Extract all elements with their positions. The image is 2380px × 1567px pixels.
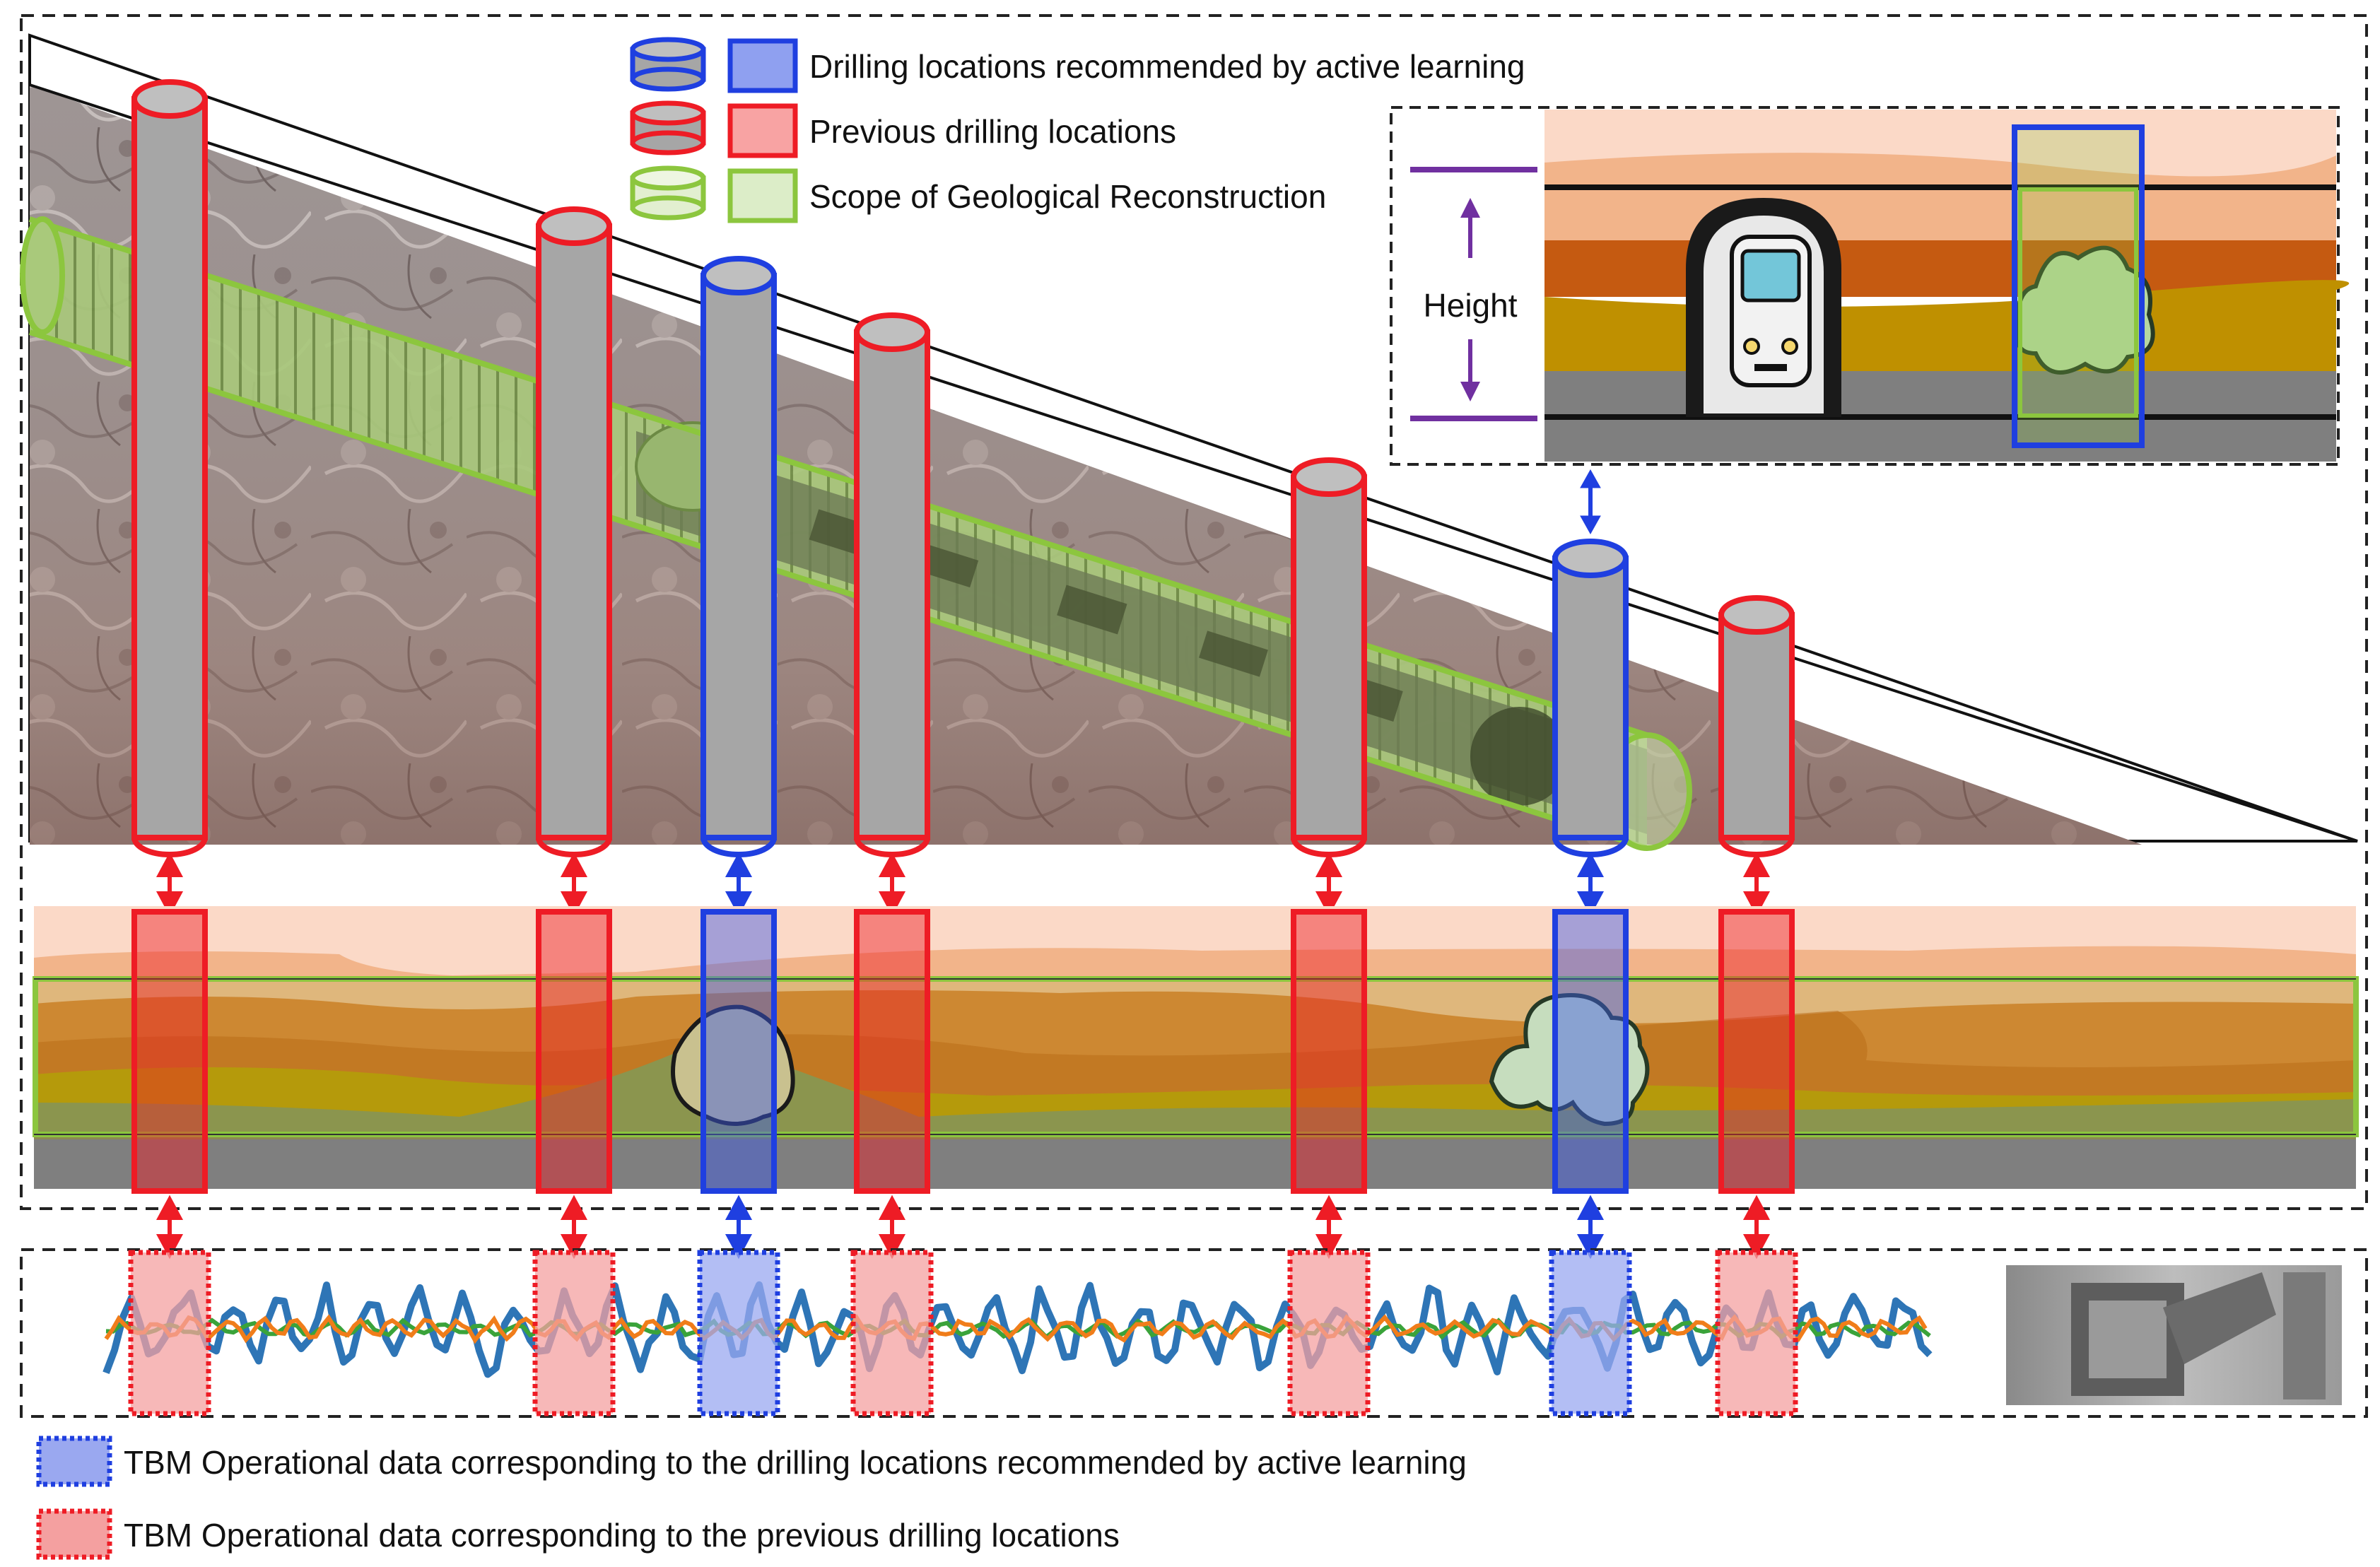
- strata-borehole-columns: [131, 909, 1795, 1194]
- legend-scope-label: Scope of Geological Reconstruction: [809, 178, 1326, 215]
- tbm-data-panel: [20, 1248, 2368, 1418]
- borehole-cylinder-3: [700, 256, 777, 857]
- double-arrow-icon: [1580, 469, 1601, 535]
- tunnel-boring-machine-icon: [2006, 1265, 2342, 1405]
- connector-arrows-upper: [156, 852, 1771, 917]
- top-legend: Drilling locations recommended by active…: [630, 37, 1525, 223]
- tunnel-cross-section-inset: Height: [1390, 106, 2350, 466]
- height-indicator: Height: [1410, 167, 1537, 421]
- borehole-cylinder-icon: [630, 37, 706, 92]
- train-icon: [1686, 198, 1841, 417]
- legend-square-icon: [36, 1508, 112, 1560]
- borehole-cylinder-2: [536, 206, 612, 857]
- legend-prev-label: Previous drilling locations: [809, 113, 1176, 150]
- borehole-cylinder-7: [1718, 595, 1795, 857]
- borehole-cylinder-5: [1291, 457, 1367, 857]
- borehole-cylinders: [131, 79, 1795, 857]
- borehole-cylinder-4: [854, 312, 930, 857]
- borehole-cylinder-icon: [630, 165, 706, 221]
- connector-arrows-lower: [156, 1195, 1771, 1260]
- borehole-cylinder-6: [1552, 539, 1629, 857]
- tbm-data-windows: [128, 1250, 1798, 1416]
- legend-al-data-label: TBM Operational data corresponding to th…: [124, 1444, 1467, 1481]
- legend-square-icon: [727, 38, 798, 93]
- legend-square-icon: [727, 103, 798, 158]
- bottom-legend: TBM Operational data corresponding to th…: [36, 1436, 1467, 1560]
- legend-prev-data-label: TBM Operational data corresponding to th…: [124, 1517, 1120, 1554]
- height-label: Height: [1424, 287, 1518, 324]
- legend-square-icon: [727, 168, 798, 223]
- geological-strata-panel: [33, 906, 2359, 1194]
- borehole-cylinder-icon: [630, 100, 706, 155]
- borehole-cylinder-1: [131, 79, 208, 857]
- legend-square-icon: [36, 1436, 112, 1487]
- top-frame: [20, 14, 2368, 1210]
- legend-al-label: Drilling locations recommended by active…: [809, 48, 1525, 85]
